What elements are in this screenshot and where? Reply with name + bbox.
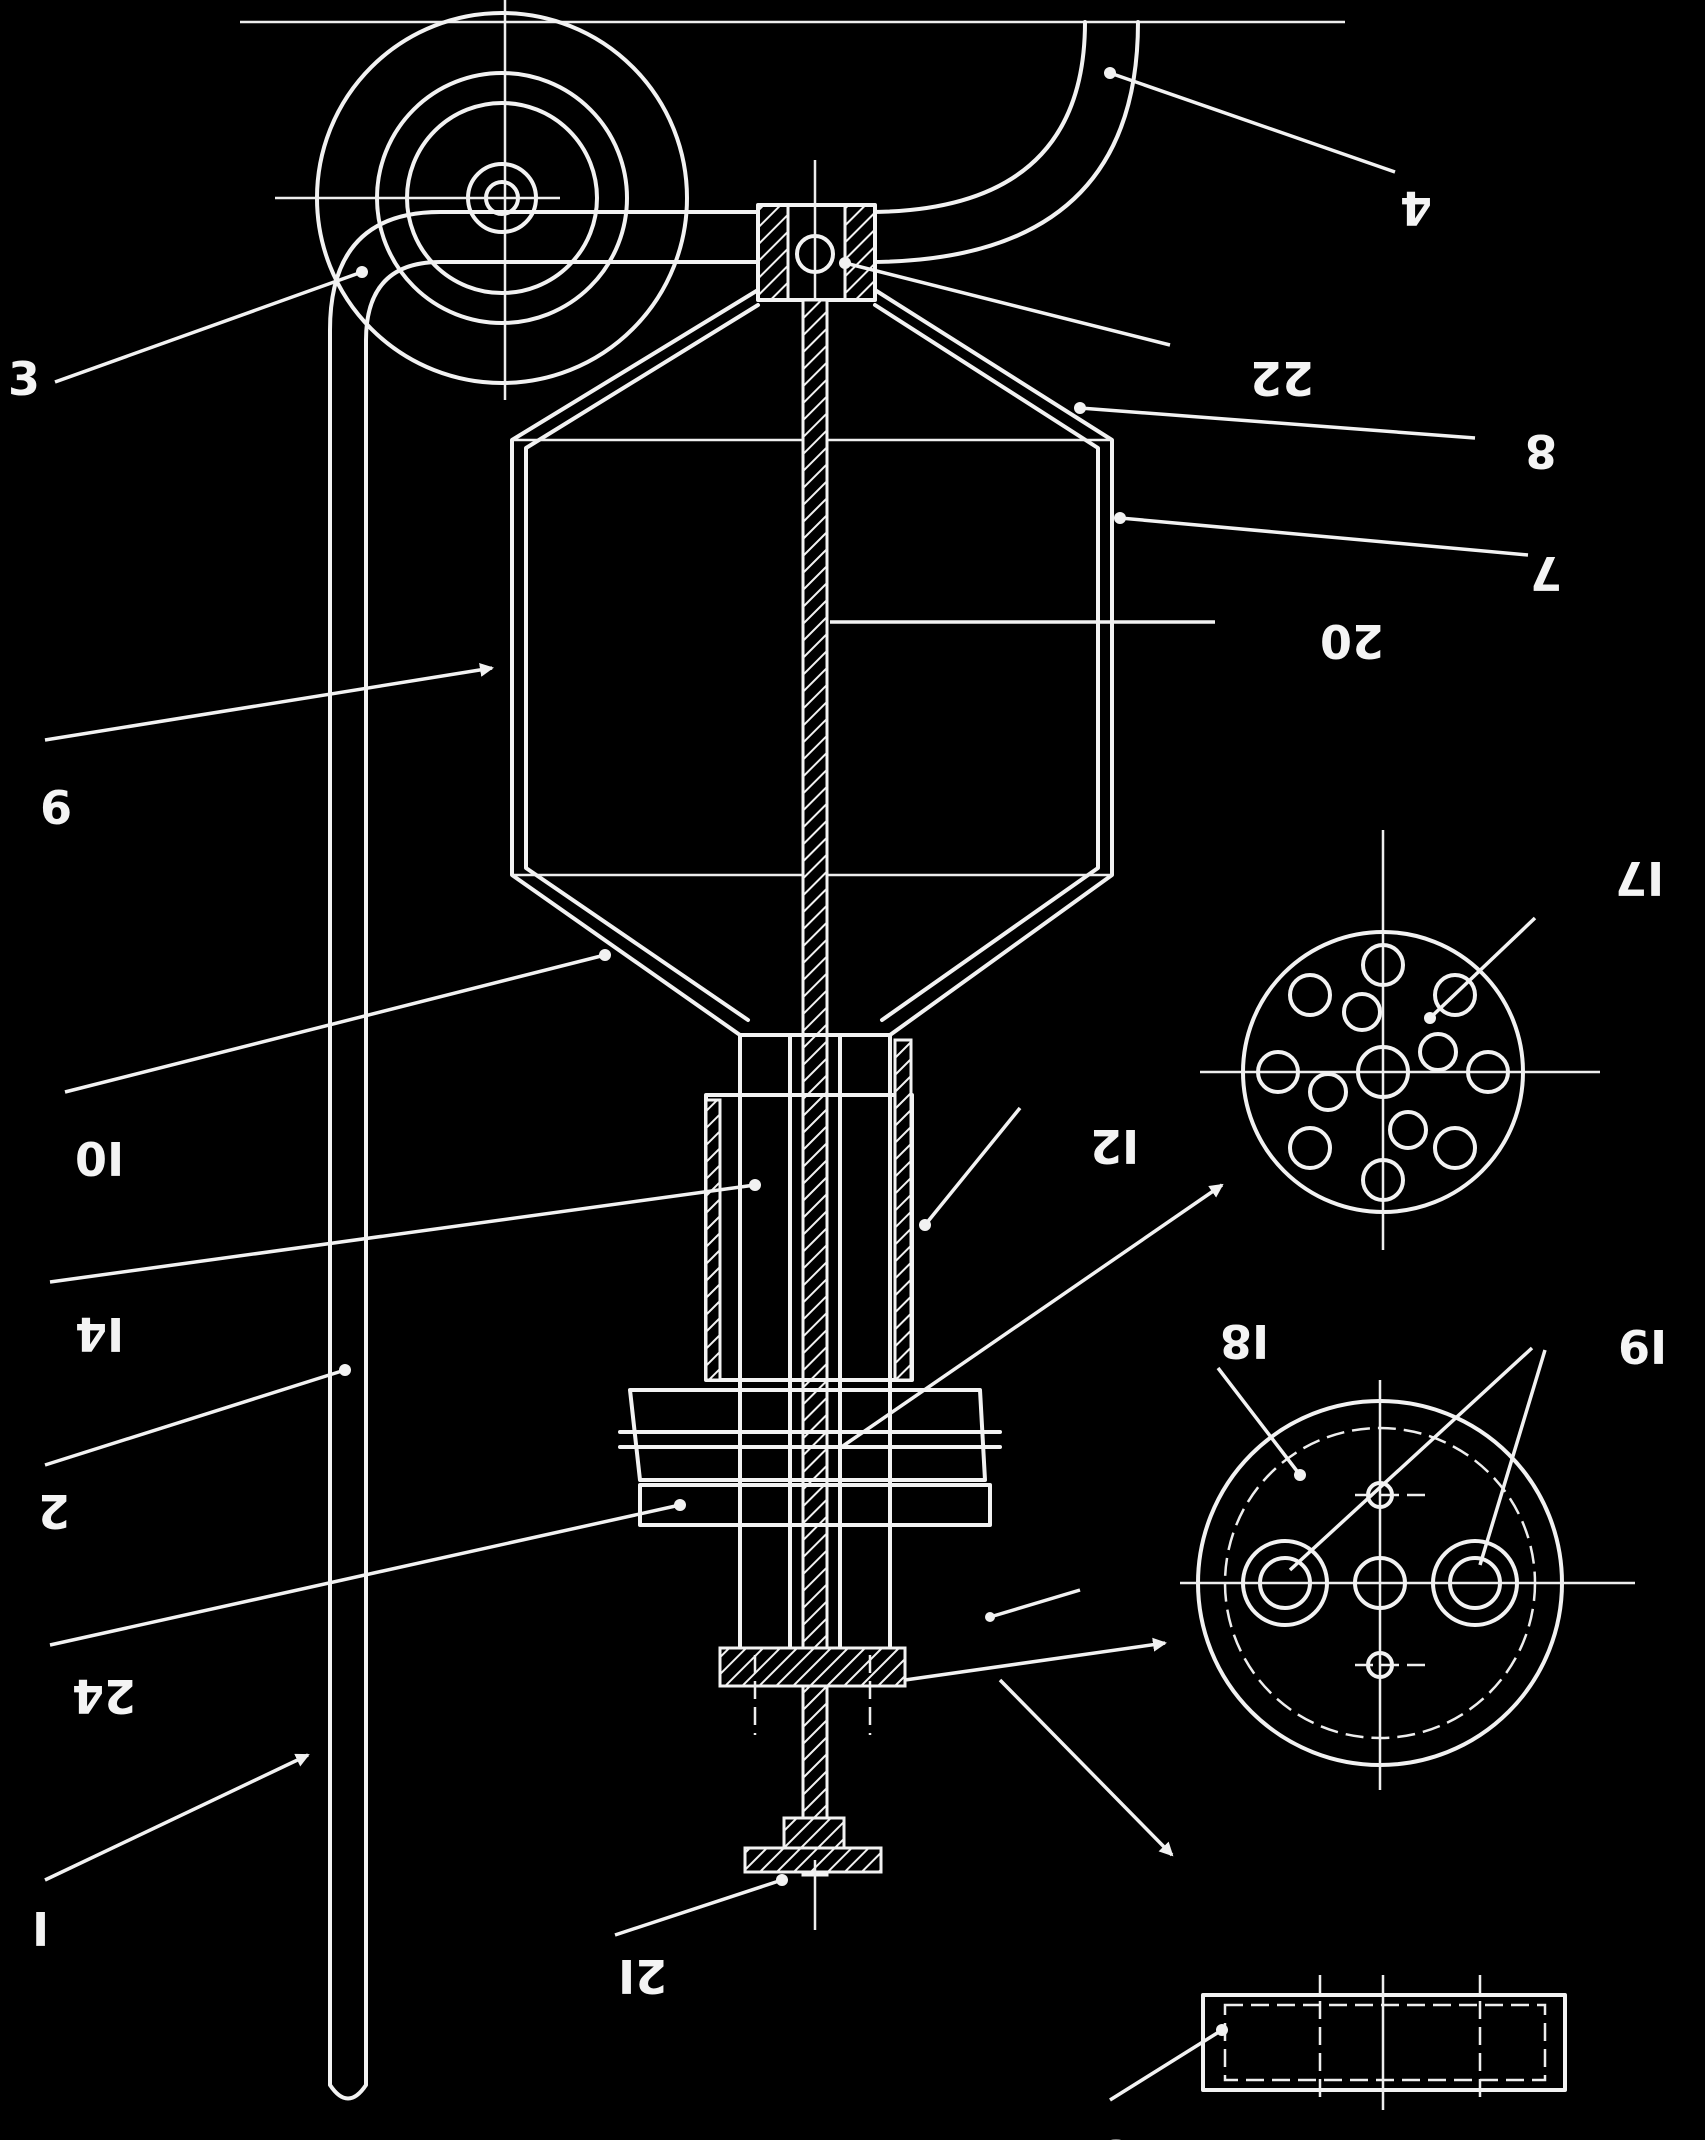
label-14: I4 [75, 1307, 124, 1361]
stray-mark [989, 1588, 1081, 1619]
label-1: I [32, 1901, 49, 1955]
arrow-to-block-18 [998, 1678, 1174, 1857]
label-8: 8 [1525, 424, 1557, 478]
label-24: 24 [72, 1669, 136, 1723]
label-3: 3 [8, 352, 40, 406]
label-19: I9 [1618, 1319, 1667, 1373]
label-18-disc: I8 [1220, 1314, 1269, 1368]
label-18-block: I8 [1100, 2129, 1149, 2140]
central-rod [801, 298, 829, 1877]
label-22: 22 [1250, 351, 1314, 405]
arrow-to-disc-17 [839, 1183, 1224, 1450]
disc-17 [1200, 830, 1600, 1250]
label-20: 20 [1320, 614, 1384, 668]
label-12: I2 [1090, 1119, 1139, 1173]
arrow-to-disc-18 [904, 1637, 1167, 1682]
label-17: I7 [1615, 851, 1664, 905]
label-7: 7 [1530, 546, 1562, 600]
label-2: 2 [38, 1484, 70, 1538]
leader-lines [44, 67, 1547, 2102]
pulley-reel [275, 0, 689, 400]
tube-hook-inner [866, 20, 1140, 264]
lower-sleeve [618, 1033, 1002, 1930]
disc-18 [1180, 1380, 1635, 1790]
label-21: 2I [618, 1949, 667, 2003]
tube-outer [328, 210, 775, 2101]
label-9: 9 [40, 779, 72, 833]
part-labels: 4 3 22 8 7 20 9 I7 I0 I2 I4 I8 I9 2 24 I… [8, 181, 1667, 2140]
label-10: I0 [75, 1131, 124, 1185]
tube-hook [866, 20, 1087, 214]
block-18 [1201, 1975, 1567, 2110]
label-4: 4 [1400, 181, 1432, 235]
